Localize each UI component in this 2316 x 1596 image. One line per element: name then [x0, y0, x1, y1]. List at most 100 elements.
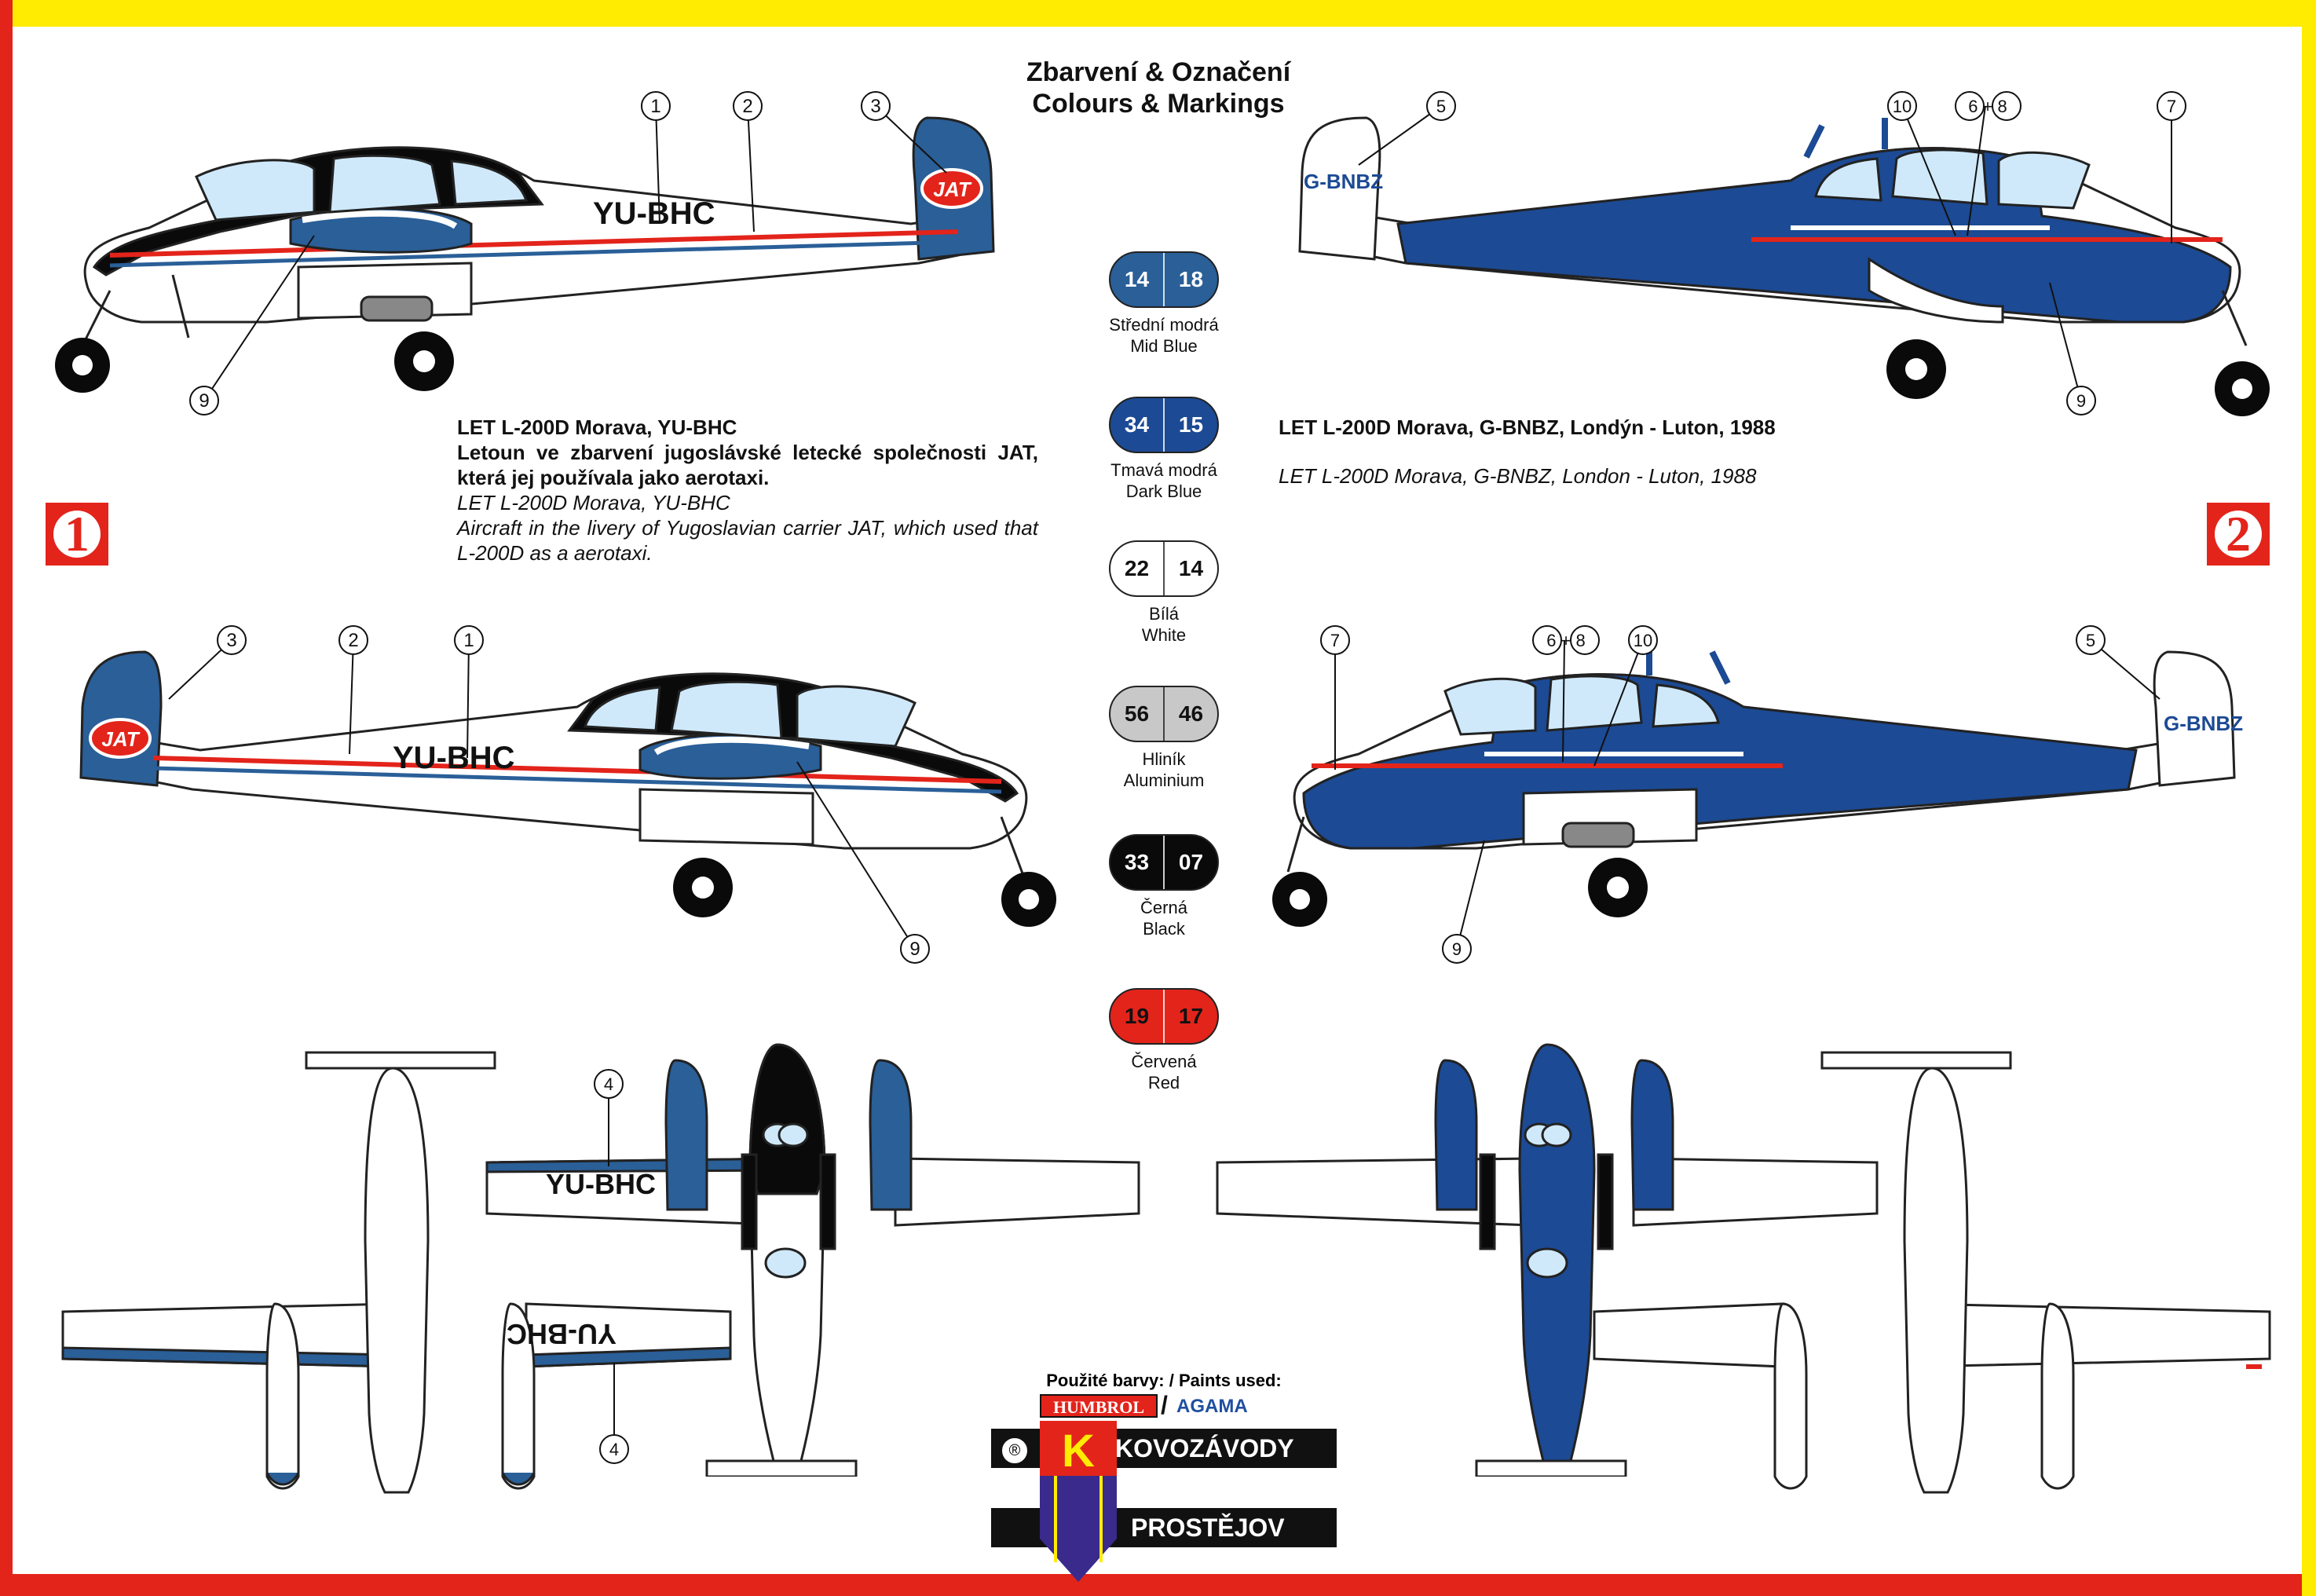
swatch-label-en: Mid Blue [1130, 336, 1198, 356]
humbrol-code: 14 [1124, 267, 1150, 291]
scheme-1-caption: LET L-200D Morava, YU-BHC Letoun ve zbar… [457, 415, 1038, 566]
callout-9: 9 [199, 390, 209, 412]
scheme-2-title-cz: LET L-200D Morava, G-BNBZ, Londýn - Luto… [1279, 415, 1776, 439]
swatch-label-en: White [1141, 625, 1187, 645]
agama-code: 14 [1178, 556, 1204, 580]
callout-4-b: 4 [609, 1440, 619, 1459]
yellow-right-border [2302, 0, 2316, 1596]
logo-slash: / [1161, 1391, 1168, 1419]
scheme-2-right-profile: G-BNBZ 5 10 6 + 8 7 9 [1298, 91, 2270, 416]
callout-9-c: 9 [2076, 391, 2086, 411]
swatch-label-cz: Hliník [1142, 749, 1186, 769]
scheme-1-text-en: Aircraft in the livery of Yugoslavian ca… [457, 516, 1038, 565]
callout-6-8: 6 + 8 [1968, 97, 2007, 116]
swatch-divider [1163, 398, 1165, 452]
title-en: Colours & Markings [1032, 89, 1285, 119]
humbrol-code: 33 [1124, 850, 1150, 874]
scheme-2-top-view [1216, 1043, 1879, 1477]
registered-mark: ® [1001, 1437, 1029, 1465]
scheme-2-tail-registration-a: G-BNBZ [1304, 170, 1383, 193]
humbrol-code: 19 [1124, 1004, 1150, 1028]
scheme-number-1: 1 [46, 503, 108, 566]
agama-code: 18 [1178, 267, 1204, 291]
swatch-pill: 33 07 [1109, 834, 1219, 891]
red-bottom-border [0, 1574, 2316, 1596]
k-letter: K [1062, 1426, 1095, 1477]
callout-6-8-b: 6 + 8 [1546, 631, 1586, 650]
k-shield-icon: K [1040, 1421, 1117, 1582]
callout-9-b: 9 [909, 939, 920, 960]
swatch-pill: 56 46 [1109, 686, 1219, 742]
agama-code: 07 [1178, 850, 1204, 874]
swatch-divider [1163, 836, 1165, 889]
scheme-1-text-cz: Letoun ve zbarvení jugoslávské letecké s… [457, 441, 1038, 489]
agama-code: 17 [1178, 1004, 1204, 1028]
swatch-label-cz: Střední modrá [1109, 315, 1219, 335]
scheme-2-caption: LET L-200D Morava, G-BNBZ, Londýn - Luto… [1279, 415, 1875, 489]
yellow-top-border [0, 0, 2316, 27]
swatch-pill: 34 15 [1109, 397, 1219, 453]
scheme-2-bottom-view [1593, 1051, 2271, 1494]
callout-5-b: 5 [2086, 631, 2095, 650]
humbrol-code: 56 [1124, 701, 1150, 726]
callout-10-b: 10 [1634, 631, 1652, 650]
scheme-number-2: 2 [2207, 503, 2270, 566]
callout-5: 5 [1436, 97, 1446, 116]
callout-7: 7 [2167, 97, 2176, 116]
swatch-divider [1163, 542, 1165, 595]
agama-logo: AGAMA [1176, 1396, 1248, 1417]
callout-10: 10 [1893, 97, 1912, 116]
swatch-label-en: Aluminium [1123, 771, 1205, 790]
swatch-divider [1163, 687, 1165, 741]
scheme-1-registration-right: YU-BHC [393, 741, 515, 775]
callout-1: 1 [650, 96, 660, 117]
swatch-label-cz: Červená [1131, 1052, 1197, 1071]
scheme-2-title-en: LET L-200D Morava, G-BNBZ, London - Luto… [1279, 464, 1757, 488]
swatch-label-cz: Bílá [1149, 604, 1179, 624]
title-cz: Zbarvení & Označení [1026, 57, 1291, 87]
humbrol-code: 22 [1124, 556, 1150, 580]
callout-3: 3 [870, 96, 880, 117]
humbrol-code: 34 [1124, 412, 1150, 437]
scheme-1-title-en: LET L-200D Morava, YU-BHC [457, 491, 730, 514]
swatch-pill: 14 18 [1109, 251, 1219, 308]
callout-3-b: 3 [226, 630, 236, 651]
swatch-label-cz: Černá [1140, 898, 1187, 917]
scheme-1-title-cz: LET L-200D Morava, YU-BHC [457, 415, 737, 439]
manufacturer-logo: Použité barvy: / Paints used: HUMBROL / … [991, 1371, 1337, 1583]
agama-code: 15 [1178, 412, 1204, 437]
scheme-1-wing-registration: YU-BHC [546, 1168, 656, 1200]
scheme-1-underwing-registration: YU-BHC [507, 1318, 617, 1350]
scheme-1-left-profile: YU-BHC JAT 1 2 3 9 [55, 91, 995, 415]
scheme-1-registration-left: YU-BHC [593, 196, 715, 231]
scheme-1-right-profile: YU-BHC JAT 3 2 1 9 [79, 625, 1056, 964]
callout-9-d: 9 [1452, 939, 1462, 959]
callout-1-b: 1 [463, 630, 474, 651]
scheme-1-bottom-view: YU-BHC 4 [61, 1051, 732, 1494]
swatch-label-cz: Tmavá modrá [1110, 460, 1217, 480]
callout-7-b: 7 [1330, 631, 1340, 650]
scheme-2-tail-registration-b: G-BNBZ [2164, 712, 2243, 735]
callout-4: 4 [604, 1074, 613, 1094]
callout-2: 2 [742, 96, 752, 117]
jat-tail-logo-right: JAT [101, 727, 140, 751]
callout-2-b: 2 [348, 630, 358, 651]
swatch-divider [1163, 990, 1165, 1043]
agama-code: 46 [1178, 701, 1204, 726]
scheme-1-top-view: YU-BHC 4 [485, 1043, 1140, 1477]
red-left-border [0, 0, 13, 1596]
humbrol-logo: HUMBROL [1040, 1394, 1158, 1418]
paints-used-label: Použité barvy: / Paints used: [1046, 1371, 1282, 1390]
swatch-divider [1163, 253, 1165, 306]
swatch-label-en: Black [1143, 919, 1185, 939]
swatch-label-en: Dark Blue [1125, 481, 1202, 501]
swatch-label-en: Red [1147, 1073, 1180, 1093]
